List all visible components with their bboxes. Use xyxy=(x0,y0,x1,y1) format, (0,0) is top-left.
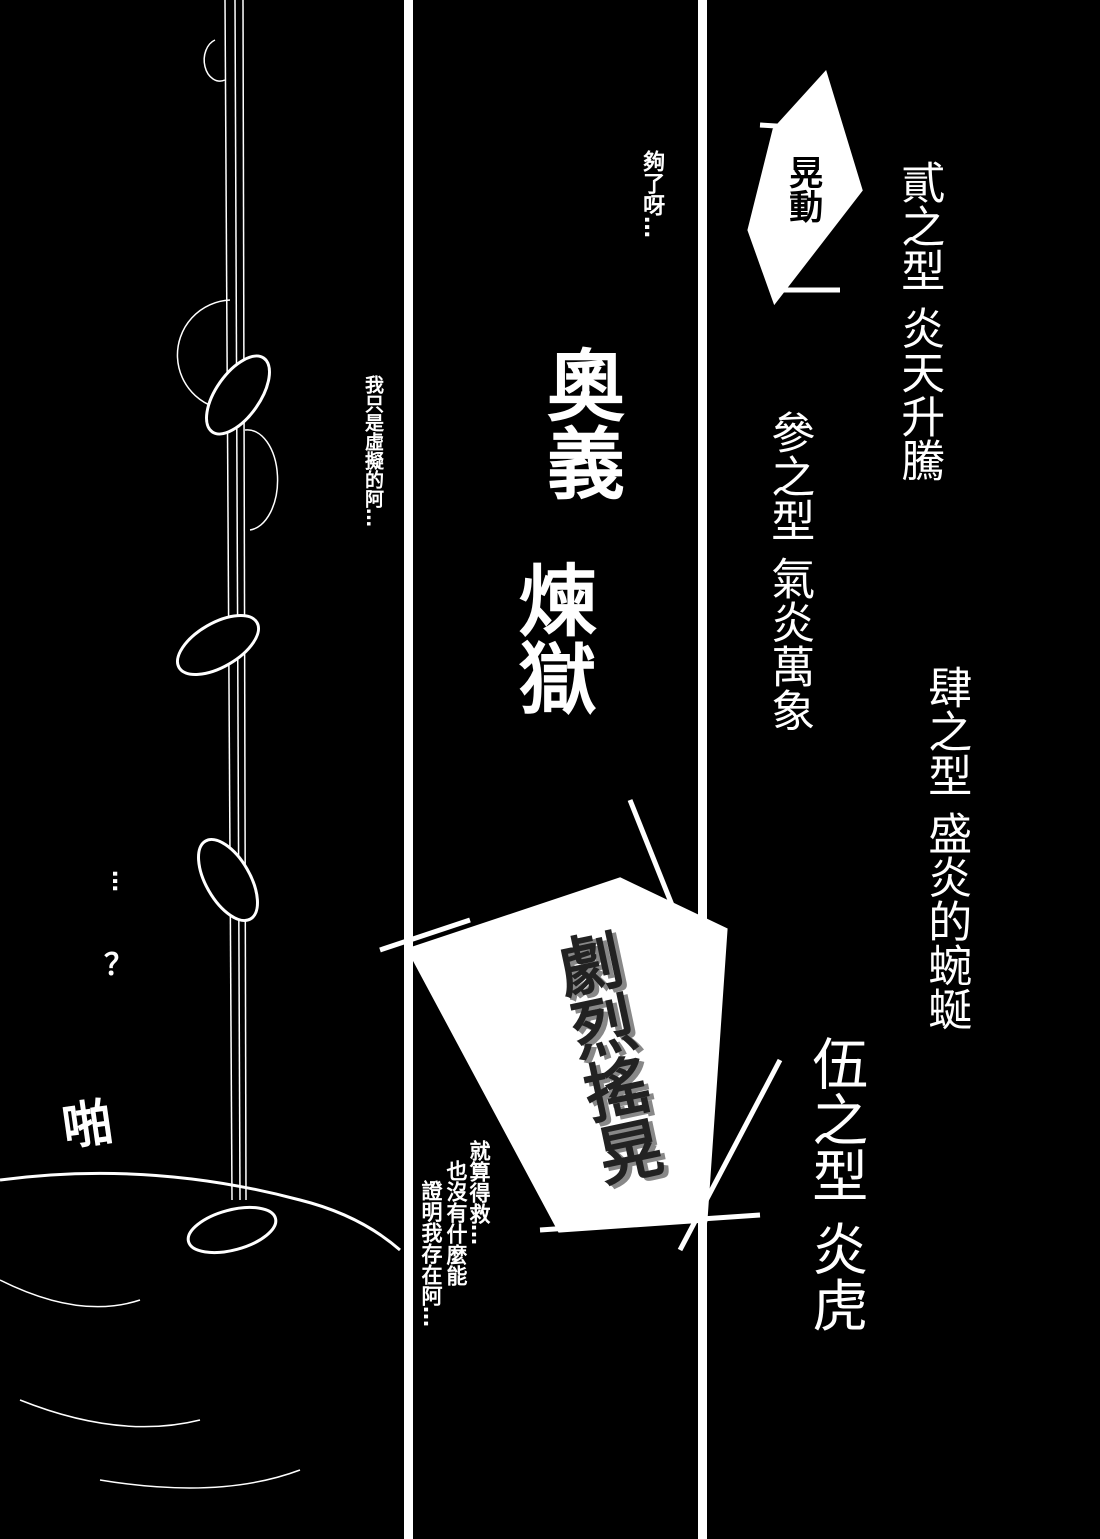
sfx-shaking: 晃動 xyxy=(782,155,823,223)
technique-title-2: 煉獄 xyxy=(505,560,597,716)
technique-title-1: 奧義 xyxy=(533,345,625,501)
sfx-pa: 啪 xyxy=(58,1092,117,1158)
form-4-text: 肆之型 盛炎的蜿蜒 xyxy=(920,665,972,1031)
form-5-text: 伍之型 炎虎 xyxy=(802,1035,868,1333)
thought-text: 我只是虛擬的阿… xyxy=(361,375,384,527)
monologue-line-3: 證明我存在阿… xyxy=(419,1180,444,1327)
form-2-text: 貳之型 炎天升騰 xyxy=(893,160,945,482)
monologue-line-2: 也沒有什麼能 xyxy=(444,1160,469,1286)
pole-illustration xyxy=(176,0,279,1201)
sigh-text: 夠了呀… xyxy=(639,150,665,238)
ellipsis-text: … xyxy=(107,870,133,892)
ground-line xyxy=(0,1171,401,1489)
spinning-discs xyxy=(176,354,278,1255)
sign-board-right xyxy=(747,70,863,306)
panel-gutter-left xyxy=(404,0,413,1539)
question-mark: ？ xyxy=(104,948,134,983)
sign-board-middle xyxy=(379,799,783,1252)
monologue-line-1: 就算得救… xyxy=(467,1140,492,1245)
panel-gutter-right xyxy=(698,0,707,1539)
form-3-text: 參之型 氣炎萬象 xyxy=(763,410,815,732)
